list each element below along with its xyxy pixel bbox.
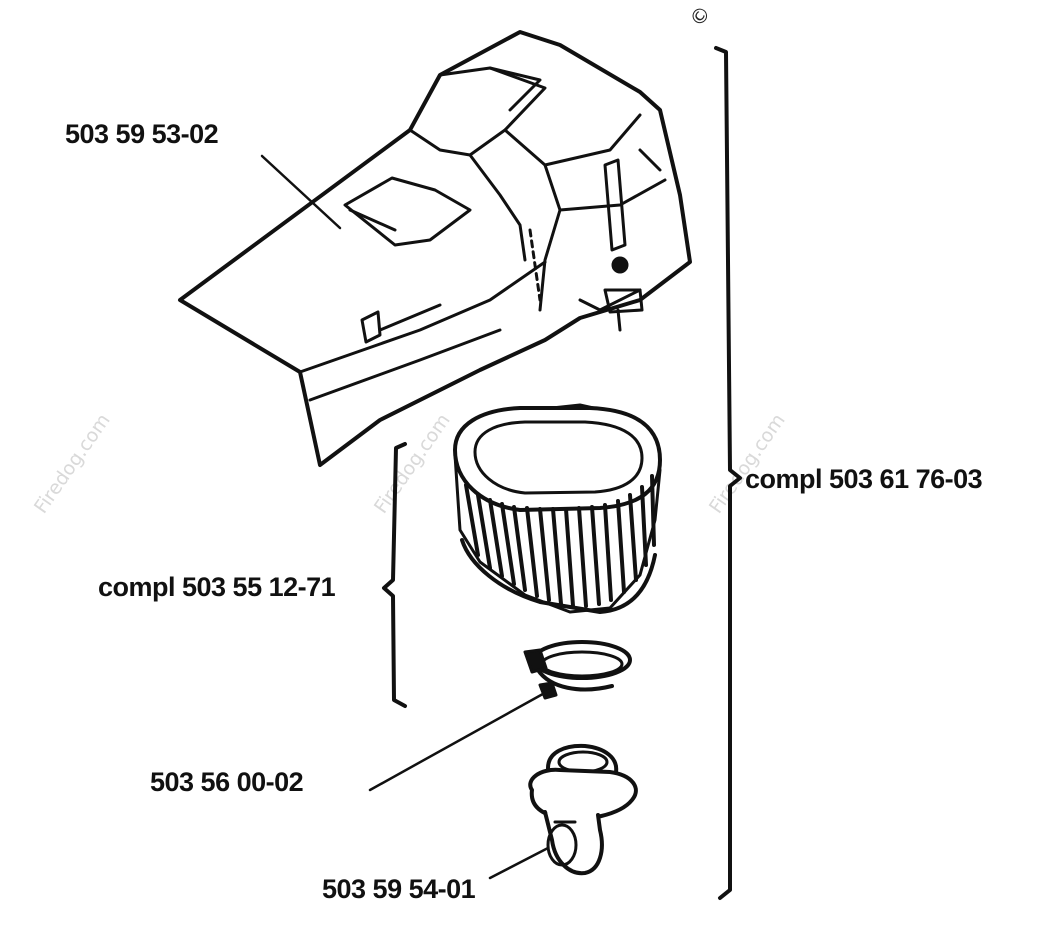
- intake-adapter: [528, 743, 638, 876]
- leader-line-cover: [260, 154, 342, 230]
- leader-line-clamp: [368, 688, 552, 792]
- label-clamp: 503 56 00-02: [150, 767, 304, 797]
- label-air-filter-cover: 503 59 53-02: [65, 119, 219, 149]
- label-adapter: 503 59 54-01: [322, 874, 476, 904]
- leader-line-adapter: [488, 846, 550, 880]
- bracket-complete-assembly: [714, 46, 742, 900]
- hose-clamp: [523, 640, 632, 700]
- bracket-filter-assembly: [382, 442, 407, 708]
- label-complete-assembly: compl 503 61 76-03: [745, 464, 983, 494]
- air-filter-cover: [178, 30, 692, 467]
- leader-lines: [260, 154, 552, 880]
- air-filter: [453, 403, 662, 614]
- label-filter-assembly: compl 503 55 12-71: [98, 572, 336, 602]
